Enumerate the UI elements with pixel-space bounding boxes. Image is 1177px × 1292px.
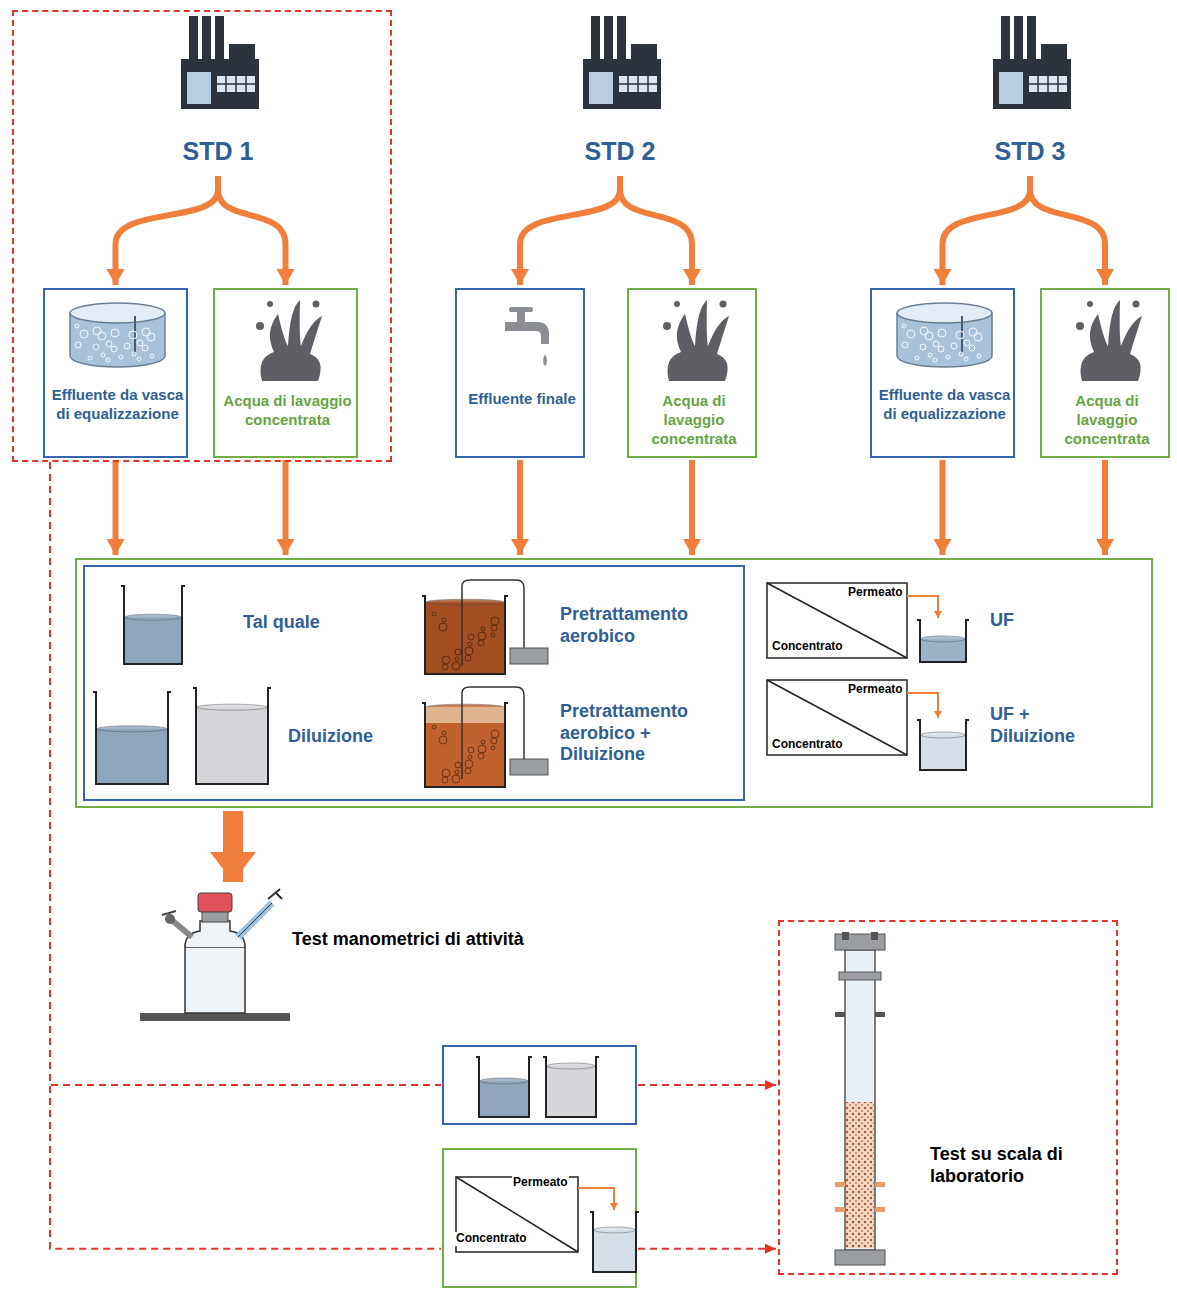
arrow-head <box>511 539 529 555</box>
column-icon <box>815 932 905 1267</box>
splash-icon <box>657 296 732 381</box>
sample-box: PermeatoConcentrato <box>442 1148 637 1288</box>
node-label: UF <box>990 610 1090 632</box>
source-box: Effluente finale <box>455 288 585 458</box>
treatment-item: Diluizione <box>88 680 398 792</box>
node-label: Pretrattamento aerobico + Diluizione <box>560 701 735 766</box>
arrow-head <box>277 269 295 285</box>
beaker-icon <box>118 578 188 668</box>
arrow-head <box>1096 269 1114 285</box>
source-box: Acqua di lavaggio concentrata <box>627 288 757 458</box>
arrow-head <box>107 269 125 285</box>
beakers2-icon <box>88 680 278 790</box>
tap-icon <box>497 304 557 374</box>
splash-icon <box>250 296 325 381</box>
node-label: Test su scala di laboratorio <box>930 1144 1100 1187</box>
node-label: UF + Diluizione <box>990 704 1100 747</box>
node-label: Acqua di lavaggio concentrata <box>1046 392 1168 448</box>
factory-icon <box>173 14 263 109</box>
arrow-head <box>934 539 952 555</box>
arrow-head <box>765 1244 776 1254</box>
arrow-head <box>210 852 256 882</box>
arrow-head <box>765 1080 776 1090</box>
treatment-subgroup: Tal qualeDiluizione Pretrattamento aerobi… <box>83 565 745 801</box>
flow-arrow <box>620 176 692 285</box>
dashed-connector <box>638 1084 776 1086</box>
aer-icon <box>420 578 550 678</box>
arrow-head <box>683 269 701 285</box>
node-label: STD 2 <box>540 136 700 166</box>
arrow-head <box>934 269 952 285</box>
dashed-connector <box>50 462 441 1249</box>
node-label: Acqua di lavaggio concentrata <box>219 392 356 430</box>
dashed-connector <box>638 1248 776 1250</box>
source-box: Acqua di lavaggio concentrata <box>213 288 358 458</box>
flow-arrow <box>218 176 286 285</box>
arrow-head <box>1096 539 1114 555</box>
node-label: Tal quale <box>243 612 373 634</box>
treatment-item: Pretrattamento aerobico + Diluizione <box>420 683 740 795</box>
arrow-head <box>277 539 295 555</box>
membrane-label: Permeato <box>847 586 904 600</box>
plant-icon: STD 1 <box>138 14 298 172</box>
aer2-icon <box>420 683 550 791</box>
beakers2s-icon <box>454 1053 624 1121</box>
factory-icon <box>575 14 665 109</box>
source-box: Acqua di lavaggio concentrata <box>1040 288 1170 458</box>
node-label: Effluente finale <box>461 390 583 409</box>
flow-arrow <box>943 176 1031 285</box>
treatment-group: Tal qualeDiluizione Pretrattamento aerobi… <box>75 558 1153 808</box>
factory-icon <box>985 14 1075 109</box>
dashed-connector <box>50 462 441 1085</box>
arrow-head <box>107 539 125 555</box>
plant-icon: STD 3 <box>950 14 1110 172</box>
plant-icon: STD 2 <box>540 14 700 172</box>
node-label: Test manometrici di attività <box>292 929 542 951</box>
test-node: Test manometrici di attività <box>140 885 580 1025</box>
node-label: Diluizione <box>288 726 393 748</box>
membrane-label: Permeato <box>847 683 904 697</box>
lab-test-region: Test su scala di laboratorio <box>778 920 1118 1275</box>
arrow-head <box>683 539 701 555</box>
node-label: Pretrattamento aerobico <box>560 604 735 647</box>
treatment-item: UF PermeatoConcentrato <box>762 578 1142 668</box>
treatment-item: Pretrattamento aerobico <box>420 578 740 678</box>
node-label: Effluente da vasca di equalizzazione <box>876 386 1013 424</box>
sample-box <box>442 1045 637 1125</box>
mano-icon <box>140 885 290 1025</box>
membrane-label: Concentrato <box>455 1232 528 1246</box>
source-box: Effluente da vasca di equalizzazione <box>870 288 1015 458</box>
membrane-label: Concentrato <box>771 738 844 752</box>
node-label: Effluente da vasca di equalizzazione <box>49 386 186 424</box>
node-label: STD 3 <box>950 136 1110 166</box>
arrow-head <box>511 269 529 285</box>
membrane-label: Permeato <box>512 1176 569 1190</box>
flow-arrow <box>116 176 219 285</box>
node-label: STD 1 <box>138 136 298 166</box>
flow-arrow <box>520 176 620 285</box>
treatment-item: Tal quale <box>118 578 378 670</box>
flow-arrow <box>1030 176 1105 285</box>
group-region: STD 1 Effluente da vasca di equalizzazion… <box>12 10 392 462</box>
node-label: Acqua di lavaggio concentrata <box>633 392 755 448</box>
ufs-icon <box>448 1152 638 1282</box>
membrane-label: Concentrato <box>771 640 844 654</box>
tank-icon <box>892 298 997 373</box>
tank-icon <box>65 298 170 373</box>
treatment-item: UF + Diluizione PermeatoConcentrato <box>762 672 1142 782</box>
splash-icon <box>1070 296 1145 381</box>
source-box: Effluente da vasca di equalizzazione <box>43 288 188 458</box>
